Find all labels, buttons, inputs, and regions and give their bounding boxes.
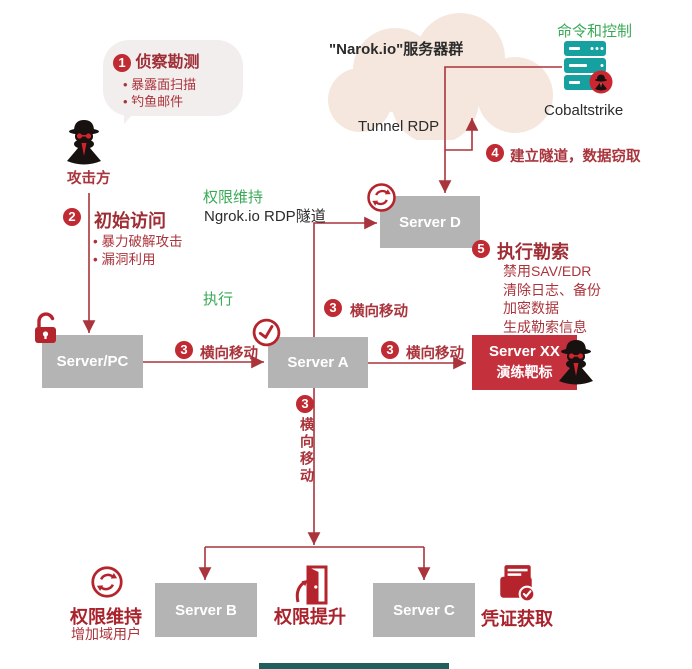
step-3-badge: 3 — [324, 299, 342, 317]
node-server-c: Server C — [373, 583, 475, 637]
lateral-label-down: 横向移动 — [299, 417, 315, 485]
node-server-b: Server B — [155, 583, 257, 637]
initial-access-item: • 暴力破解攻击 — [93, 234, 183, 249]
step-2-badge: 2 — [63, 208, 81, 226]
server-c-label: Server C — [393, 601, 455, 619]
step-3-badge: 3 — [175, 341, 193, 359]
attacker-label: 攻击方 — [67, 171, 111, 187]
target-sub: 演练靶标 — [496, 364, 553, 380]
ransom-items: 禁用SAV/EDR 清除日志、备份 加密数据 生成勒索信息 — [503, 263, 601, 335]
open-padlock-icon — [35, 312, 56, 343]
cobaltstrike-server-icon — [564, 41, 613, 94]
recon-callout: 1 侦察勘测 • 暴露面扫描 • 钓鱼邮件 — [103, 40, 243, 116]
lateral-label-pc-a: 横向移动 — [200, 346, 258, 362]
persistence-refresh-icon — [91, 566, 123, 598]
cloud-title: "Narok.io"服务器群 — [329, 41, 464, 58]
lateral-label-a-xx: 横向移动 — [406, 346, 464, 362]
cloud-shape — [328, 13, 553, 140]
step-1-badge: 1 — [113, 53, 131, 72]
step-3-badge: 3 — [381, 341, 399, 359]
persistence-bottom-label: 权限维持 — [70, 607, 142, 627]
attacker-spy-icon — [67, 120, 101, 165]
server-a-label: Server A — [287, 354, 349, 371]
tunnel-step-label: 建立隧道，数据窃取 — [510, 149, 641, 165]
c2-label: 命令和控制 — [557, 23, 633, 40]
node-server-a: Server A — [268, 337, 368, 388]
callout-tail — [124, 104, 142, 124]
recon-title: 侦察勘测 — [135, 54, 200, 71]
step-4-badge: 4 — [486, 144, 504, 162]
persistence-top-label: 权限维持 — [203, 189, 264, 206]
persistence-refresh-icon — [367, 183, 396, 212]
node-server-d: Server D — [380, 196, 480, 248]
step-3-badge: 3 — [296, 395, 314, 413]
server-b-label: Server B — [175, 601, 237, 619]
cobaltstrike-label: Cobaltstrike — [544, 102, 624, 119]
server-pc-label: Server/PC — [56, 353, 129, 370]
initial-access-title: 初始访问 — [94, 211, 166, 231]
recon-item: • 钓鱼邮件 — [123, 94, 184, 109]
initial-access-item: • 漏洞利用 — [93, 252, 156, 267]
tunnel-rdp-label: Tunnel RDP — [358, 118, 440, 135]
execution-label: 执行 — [203, 291, 234, 308]
node-server-pc: Server/PC — [42, 335, 143, 388]
cred-access-label: 凭证获取 — [481, 609, 553, 629]
server-d-label: Server D — [399, 213, 461, 231]
execution-check-icon — [252, 318, 281, 347]
cropped-footer-bar — [259, 663, 449, 669]
target-spy-icon — [559, 340, 593, 385]
ransom-title: 执行勒索 — [497, 242, 569, 262]
credential-access-icon — [500, 565, 536, 603]
ngrok-label: Ngrok.io RDP隧道 — [204, 208, 326, 225]
priv-esc-label: 权限提升 — [274, 607, 346, 627]
lateral-label-up: 横向移动 — [350, 304, 408, 320]
target-name: Server XX — [489, 343, 560, 360]
privilege-escalation-door-icon — [295, 565, 328, 605]
add-domain-user-label: 增加域用户 — [71, 626, 141, 642]
step-5-badge: 5 — [472, 240, 490, 258]
recon-item: • 暴露面扫描 — [123, 77, 197, 92]
